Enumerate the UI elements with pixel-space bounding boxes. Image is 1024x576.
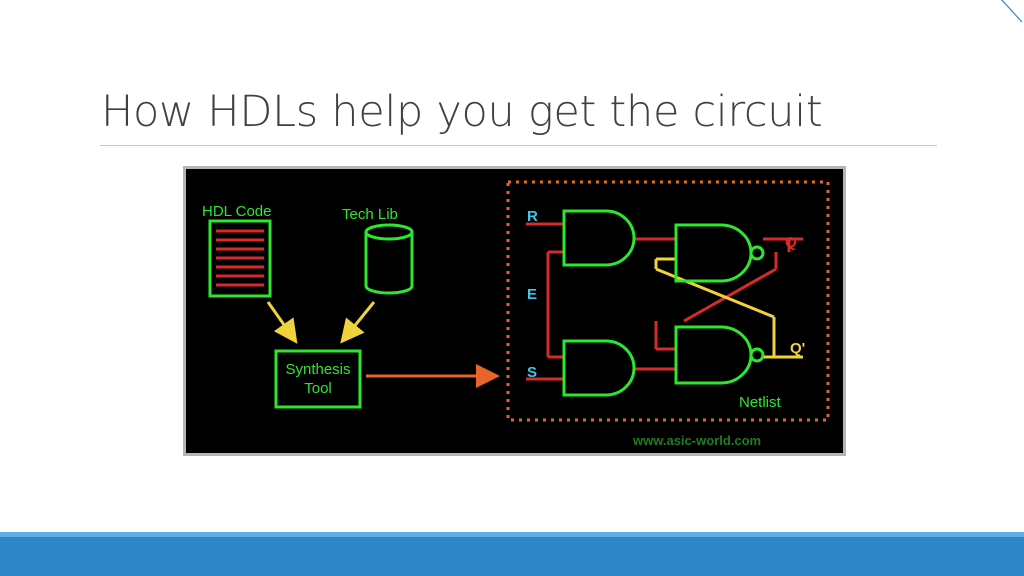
nand-bubble-top	[749, 245, 765, 261]
synthesis-tool-label-line1: Synthesis	[285, 361, 350, 378]
hdl-code-label: HDL Code	[202, 203, 271, 220]
slide-title: How HDLs help you get the circuit	[101, 87, 823, 137]
corner-chevron-icon	[1001, 0, 1023, 23]
title-divider	[100, 145, 937, 146]
input-s-label: S	[527, 364, 537, 381]
footer-stripe	[0, 532, 1024, 537]
watermark-text: www.asic-world.com	[632, 433, 761, 448]
feedback-wires	[654, 257, 803, 359]
nand-bubble-bottom	[749, 347, 765, 363]
tech-lib-label: Tech Lib	[342, 206, 398, 223]
hdl-synthesis-diagram: HDL Code Tech Lib Synthesis Tool	[183, 166, 846, 456]
input-wires	[526, 222, 803, 381]
footer-bar	[0, 532, 1024, 576]
netlist-label: Netlist	[739, 394, 782, 411]
hdl-to-synthesis-arrow	[266, 301, 298, 344]
techlib-to-synthesis-arrow	[340, 301, 376, 344]
and-gate-top	[562, 209, 636, 267]
nand-gate-bottom	[674, 325, 753, 385]
input-e-label: E	[527, 286, 537, 303]
tech-lib-database-icon	[364, 223, 414, 295]
synthesis-tool-label-line2: Tool	[304, 380, 332, 397]
netlist-boundary	[506, 180, 830, 422]
output-q-label: Q	[785, 234, 797, 251]
and-gate-bottom	[562, 339, 636, 397]
nand-gate-top	[674, 223, 753, 283]
input-r-label: R	[527, 208, 538, 225]
synthesis-tool-box	[274, 349, 362, 409]
hdl-code-file-icon	[208, 219, 272, 298]
output-q-bar-label: Q'	[790, 340, 805, 357]
